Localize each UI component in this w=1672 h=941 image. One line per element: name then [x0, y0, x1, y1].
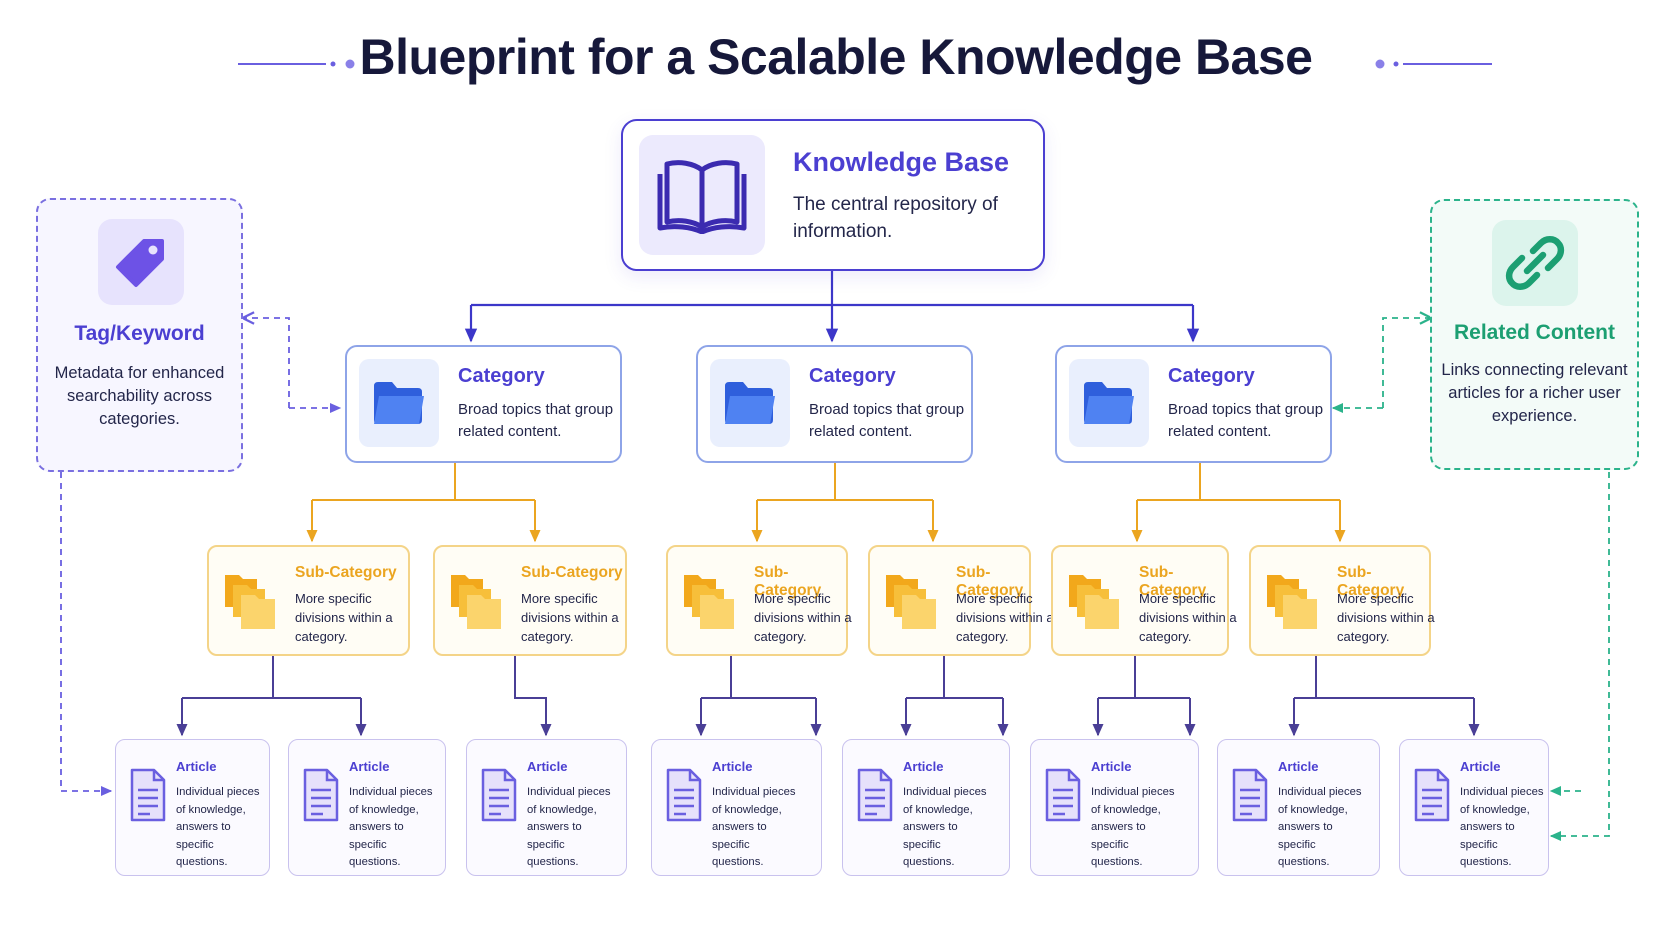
subcategory-title: Sub-Category [1139, 564, 1207, 599]
folder-icon [1069, 359, 1149, 447]
category-title: Category [458, 365, 545, 387]
folders-icon [882, 565, 942, 635]
folders-icon [1065, 565, 1125, 635]
article-title: Article [903, 759, 944, 774]
article-card: Article Individual pieces of knowledge, … [466, 739, 627, 876]
subcategory-card: Sub-Category More specific divisions wit… [666, 545, 852, 656]
category-to-subcategory-lines [306, 463, 1346, 543]
document-icon [1043, 768, 1083, 828]
subcategory-card: Sub-Category More specific divisions wit… [207, 545, 410, 656]
article-card: Article Individual pieces of knowledge, … [1399, 739, 1549, 876]
knowledge-base-title: Knowledge Base [793, 147, 1010, 177]
article-description: Individual pieces of knowledge, answers … [903, 786, 987, 868]
article-title: Article [527, 759, 568, 774]
subcategory-description: More specific divisions within a categor… [1139, 591, 1237, 644]
article-description: Individual pieces of knowledge, answers … [349, 786, 433, 868]
document-icon [1230, 768, 1270, 828]
link-icon [1492, 220, 1578, 306]
article-description: Individual pieces of knowledge, answers … [1278, 786, 1362, 868]
subcategory-card: Sub-Category More specific divisions wit… [433, 545, 627, 656]
subcategory-title: Sub-Category [1337, 564, 1405, 599]
subcategory-card: Sub-Category More specific divisions wit… [1249, 545, 1435, 656]
article-card: Article Individual pieces of knowledge, … [288, 739, 446, 876]
document-icon [664, 768, 704, 828]
article-description: Individual pieces of knowledge, answers … [1091, 786, 1175, 868]
category-title: Category [809, 365, 896, 387]
subcategory-title: Sub-Category [521, 564, 623, 581]
folder-icon [710, 359, 790, 447]
knowledge-base-node: Knowledge Base The central repository of… [621, 119, 1045, 271]
article-title: Article [349, 759, 390, 774]
folder-icon [359, 359, 439, 447]
category-description: Broad topics that group related content. [458, 401, 614, 440]
document-icon [128, 768, 168, 828]
document-icon [1412, 768, 1452, 828]
folders-icon [221, 565, 281, 635]
open-book-icon [639, 135, 765, 255]
document-icon [855, 768, 895, 828]
subcategory-description: More specific divisions within a categor… [956, 591, 1054, 644]
article-card: Article Individual pieces of knowledge, … [115, 739, 270, 876]
subcategory-card: Sub-Category More specific divisions wit… [1051, 545, 1237, 656]
category-card: Category Broad topics that group related… [696, 345, 973, 463]
root-to-category-lines [464, 271, 1200, 343]
subcategory-title: Sub-Category [295, 564, 397, 581]
folders-icon [447, 565, 507, 635]
document-icon [479, 768, 519, 828]
related-content-card: Related Content Links connecting relevan… [1430, 199, 1639, 470]
category-description: Broad topics that group related content. [1168, 401, 1324, 440]
subcategory-description: More specific divisions within a categor… [521, 591, 619, 644]
article-title: Article [712, 759, 753, 774]
article-description: Individual pieces of knowledge, answers … [527, 786, 611, 868]
category-card: Category Broad topics that group related… [345, 345, 622, 463]
article-description: Individual pieces of knowledge, answers … [712, 786, 796, 868]
folders-icon [1263, 565, 1323, 635]
subcategory-description: More specific divisions within a categor… [754, 591, 852, 644]
article-title: Article [1091, 759, 1132, 774]
related-content-description: Links connecting relevant articles for a… [1441, 361, 1628, 425]
article-description: Individual pieces of knowledge, answers … [176, 786, 260, 868]
tag-keyword-description: Metadata for enhanced searchability acro… [54, 364, 225, 428]
article-description: Individual pieces of knowledge, answers … [1460, 786, 1544, 868]
article-title: Article [1278, 759, 1319, 774]
category-card: Category Broad topics that group related… [1055, 345, 1332, 463]
subcategory-to-article-lines [176, 656, 1480, 737]
subcategory-card: Sub-Category More specific divisions wit… [868, 545, 1054, 656]
knowledge-base-description: The central repository of information. [793, 194, 998, 242]
page-title: Blueprint for a Scalable Knowledge Base [359, 29, 1313, 85]
article-title: Article [176, 759, 217, 774]
tag-keyword-card: Tag/Keyword Metadata for enhanced search… [36, 198, 243, 472]
article-title: Article [1460, 759, 1501, 774]
document-icon [301, 768, 341, 828]
subcategory-description: More specific divisions within a categor… [295, 591, 393, 644]
folders-icon [680, 565, 740, 635]
article-card: Article Individual pieces of knowledge, … [842, 739, 1010, 876]
tag-keyword-title: Tag/Keyword [74, 322, 205, 345]
tag-icon [98, 219, 184, 305]
category-description: Broad topics that group related content. [809, 401, 965, 440]
related-content-title: Related Content [1453, 321, 1615, 344]
subcategory-title: Sub-Category [956, 564, 1024, 599]
article-card: Article Individual pieces of knowledge, … [651, 739, 822, 876]
article-card: Article Individual pieces of knowledge, … [1030, 739, 1199, 876]
article-card: Article Individual pieces of knowledge, … [1217, 739, 1380, 876]
category-title: Category [1168, 365, 1255, 387]
subcategory-title: Sub-Category [754, 564, 822, 599]
subcategory-description: More specific divisions within a categor… [1337, 591, 1435, 644]
